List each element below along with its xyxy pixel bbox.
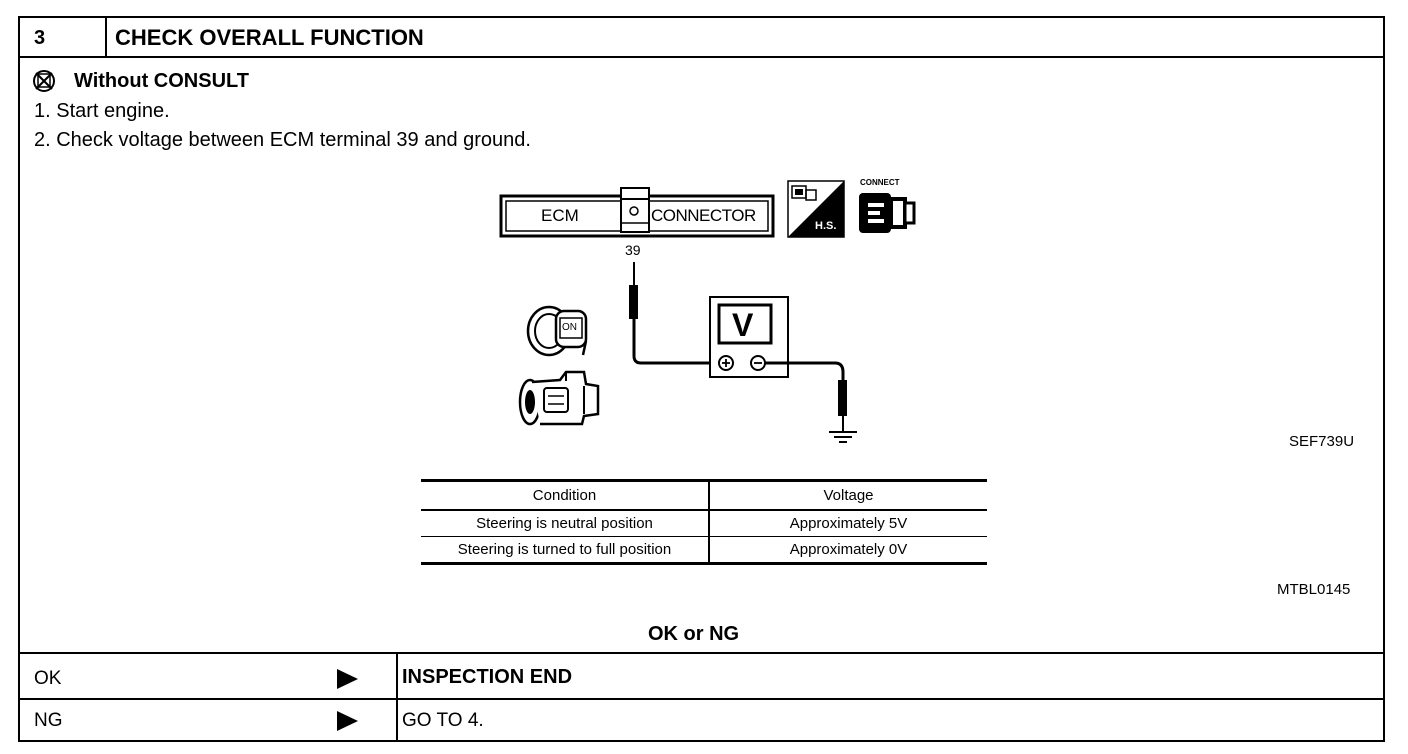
voltage-cell: Approximately 5V (709, 510, 987, 537)
header-column-divider (105, 18, 107, 56)
voltage-header: Voltage (709, 479, 987, 511)
connect-icon (859, 193, 916, 233)
header-divider (20, 56, 1383, 58)
inspection-step-frame (18, 16, 1385, 742)
key-on-label: ON (562, 322, 577, 333)
no-consult-icon (33, 70, 55, 92)
voltmeter-label: V (732, 307, 754, 343)
terminal-number: 39 (625, 242, 641, 258)
voltage-cell: Approximately 0V (709, 536, 987, 565)
ignition-key-icon (526, 305, 588, 357)
results-row-divider (20, 698, 1383, 700)
table-code: MTBL0145 (1277, 581, 1351, 598)
table-row: Steering is turned to full position Appr… (421, 536, 987, 565)
results-top-divider (20, 652, 1383, 654)
table-row: Steering is neutral position Approximate… (421, 510, 987, 537)
ecm-label: ECM (541, 206, 579, 225)
condition-cell: Steering is neutral position (421, 510, 710, 537)
ecm-connector (499, 187, 775, 238)
condition-cell: Steering is turned to full position (421, 536, 710, 565)
ok-arrow-icon (337, 669, 358, 689)
figure-code: SEF739U (1289, 433, 1355, 450)
positive-probe-wire (629, 262, 720, 365)
condition-header: Condition (421, 479, 710, 511)
ground-icon (829, 431, 857, 443)
step-number: 3 (34, 27, 46, 49)
negative-probe-wire (765, 361, 847, 432)
connector-label: CONNECTOR (651, 206, 756, 225)
mode-label: Without CONSULT (74, 70, 249, 92)
voltmeter-icon (709, 296, 789, 378)
ng-status: NG (34, 710, 63, 731)
ng-arrow-icon (337, 711, 358, 731)
ng-action: GO TO 4. (402, 710, 484, 731)
instruction-2: 2. Check voltage between ECM terminal 39… (34, 129, 531, 151)
hs-label: H.S. (815, 220, 837, 232)
result-prompt: OK or NG (648, 623, 740, 645)
results-column-divider (396, 652, 398, 742)
ok-status: OK (34, 668, 62, 689)
harness-connector-icon (787, 180, 845, 238)
condition-table: Condition Voltage Steering is neutral po… (421, 479, 987, 565)
connect-label: CONNECT (860, 178, 900, 187)
table-header-row: Condition Voltage (421, 479, 987, 511)
ok-action: INSPECTION END (402, 666, 573, 688)
step-title: CHECK OVERALL FUNCTION (115, 25, 424, 50)
instruction-1: 1. Start engine. (34, 100, 170, 122)
engine-icon (518, 370, 600, 426)
